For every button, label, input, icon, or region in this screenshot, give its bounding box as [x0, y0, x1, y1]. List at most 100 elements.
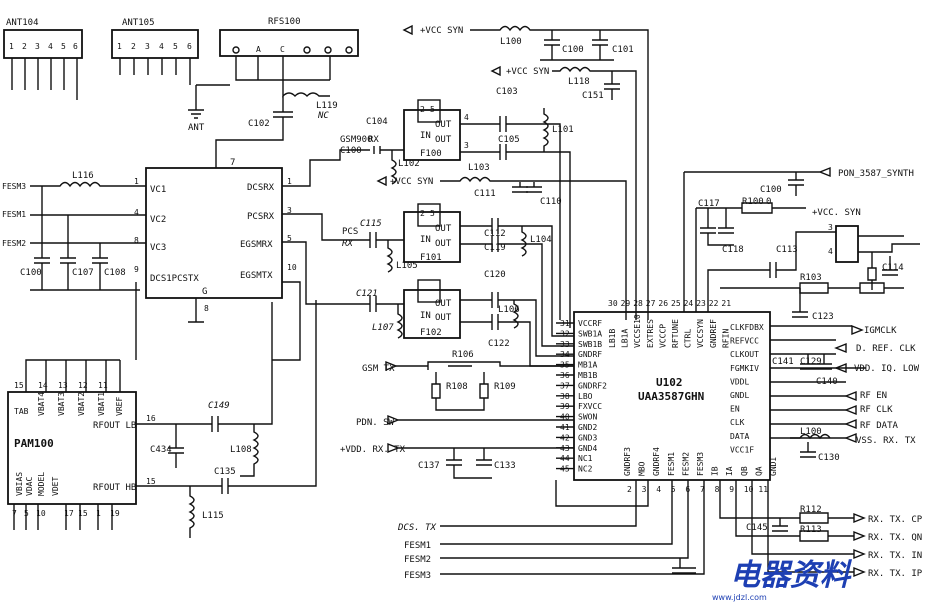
- connector-ant105: ANT105 1 2 3 4 5 6: [111, 18, 199, 85]
- pcs-rx-label: RX: [342, 239, 353, 249]
- switch-pin-num: 7: [230, 158, 235, 168]
- gnd-bottom: [555, 480, 649, 507]
- signal-rf-en: RF EN: [860, 391, 887, 401]
- l101-label: L101: [552, 125, 574, 135]
- c117-c118: [695, 208, 734, 312]
- u102-bottom-pins: GNDRF32MBO3GNDRF44FESM15FESM26FESM37IB8I…: [623, 447, 778, 494]
- c102-label: C102: [248, 119, 270, 129]
- f101-pin: 2: [420, 209, 425, 218]
- bottom-signals: DCS. TX FESM1 FESM2 FESM3: [397, 480, 705, 581]
- u102-pin-gndrf: GNDRF: [578, 350, 602, 359]
- switch-pin-num: 8: [134, 236, 139, 245]
- r112-path: [719, 480, 854, 524]
- c105-label: C105: [498, 135, 520, 145]
- synth-network: PON_3587_SYNTH C100 +VCC. SYN R100 0 C11…: [683, 166, 920, 322]
- c137-c133: [446, 448, 492, 479]
- ant104-pin: 1: [9, 42, 14, 51]
- u102-ic: U102 UAA3587GHN VCCRF31SWB1A32SWB1B33GND…: [556, 299, 778, 494]
- switch-pin-egsmrx: EGSMRX: [240, 240, 273, 250]
- rfs100-pin-circle: [324, 46, 332, 54]
- pam-top-bus: [25, 359, 121, 392]
- u102-pin-vccse10: VCCSE10: [633, 314, 642, 348]
- crystal-box: [835, 225, 859, 263]
- l106-label: L106: [498, 305, 520, 315]
- f102-in: IN: [420, 311, 431, 321]
- filter-f102: IN OUT OUT F102: [403, 279, 461, 339]
- u102-pin-num: 3: [642, 485, 647, 494]
- u102-pin-lb1b: LB1B: [608, 329, 617, 348]
- signal-fesm3: FESM3: [2, 182, 26, 191]
- interstage-networks: C103 C105 L101 C112 C119 L105 L104 C120 …: [460, 87, 574, 367]
- u102-pin-num: 2: [627, 485, 632, 494]
- fesm-inputs-left: FESM3 FESM1 FESM2 L116 C100 C107 C108: [2, 171, 146, 291]
- vcc-syn-4: +VCC. SYN: [812, 208, 861, 218]
- watermark-logo: 电器资料 www.jdzl.com: [712, 558, 853, 602]
- rfs100-pin: A: [256, 45, 261, 54]
- right-pin-lines: [770, 325, 866, 439]
- f101-name: F101: [420, 253, 442, 263]
- vdd-rx-tx-wire: [387, 442, 574, 454]
- c113-path: [707, 231, 836, 312]
- gsm-rx-wire: [282, 146, 404, 187]
- l103-path: [440, 176, 627, 320]
- c137-label: C137: [418, 461, 440, 471]
- c108-label: C108: [104, 268, 126, 278]
- l115-label: L115: [202, 511, 224, 521]
- pam-pin-vbias: VBIAS: [15, 472, 24, 496]
- c104-label: C104: [366, 117, 388, 127]
- connector-ant104: ANT104 1 2 3 4 5 6: [3, 18, 83, 100]
- u102-pin-num: 11: [758, 485, 768, 494]
- r112-label: R112: [800, 505, 822, 515]
- u102-pin-fesm3: FESM3: [696, 452, 705, 476]
- switch-pin-dcsrx: DCSRX: [247, 183, 275, 193]
- rx-out-wires: [751, 480, 854, 573]
- c107-label: C107: [72, 268, 94, 278]
- rfs100-pin-circle: [303, 46, 311, 54]
- u102-pin-num: 25: [671, 299, 681, 308]
- u102-pin-swon: SWON: [578, 413, 597, 422]
- l116-path: [30, 181, 146, 188]
- rfs100-leads: [235, 56, 331, 81]
- f102-name: F102: [420, 328, 442, 338]
- pam-pin-num: 12: [78, 381, 88, 390]
- pam100-body: [7, 391, 137, 505]
- u102-pin-vcc1f: VCC1F: [730, 445, 754, 454]
- u102-pin-fesm1: FESM1: [667, 452, 676, 476]
- c120-path: [460, 292, 574, 357]
- c149-path: [136, 302, 273, 432]
- u102-top-pins: LB1B30LB1A29VCCSE1028EXTRES27VCCCP26RFTU…: [608, 299, 731, 348]
- signal-rx-tx-in: RX. TX. IN: [868, 551, 922, 561]
- switch-pin-num: 1: [134, 177, 139, 186]
- signal-pdn-sw: PDN. SW: [356, 418, 395, 428]
- c119-path: [460, 236, 574, 347]
- l102-label: L102: [398, 159, 420, 169]
- ant105-pin: 6: [187, 42, 192, 51]
- arrow-icon: [844, 404, 857, 416]
- u102-pin-data: DATA: [730, 432, 749, 441]
- fesm-cap: [672, 558, 696, 574]
- switch-pin-vc2: VC2: [150, 215, 166, 225]
- signal-vdd-iq-low: VDD. IQ. LOW: [854, 364, 920, 374]
- filter-f100: 2 5 IN OUT OUT F100 4 3: [403, 99, 469, 161]
- supply-top: +VCC SYN L100 C100 C101 +VCC SYN L118 C1…: [376, 24, 649, 320]
- u102-pin-gndref: GNDREF: [709, 319, 718, 348]
- r100-path: [696, 202, 806, 214]
- arrow-icon: [385, 360, 398, 372]
- pam-pin-num: 16: [146, 414, 156, 423]
- c145-label: C145: [746, 523, 768, 533]
- l100-right-coil: [790, 433, 831, 440]
- c115-label: C115: [360, 219, 382, 229]
- vc-lines: [30, 214, 146, 244]
- pam-pin-vref: VREF: [115, 397, 124, 416]
- l119-coil: [282, 80, 330, 98]
- f100-name: F100: [420, 149, 442, 159]
- signal-rf-clk: RF CLK: [860, 405, 893, 415]
- f101-gnd-box: [417, 203, 441, 227]
- f100-gnd-box: [417, 99, 441, 123]
- watermark-text: 电器资料: [730, 558, 853, 593]
- left-ic-signals: GSM TX R106 R108 R109 PDN. SW +VDD. RX. …: [340, 350, 574, 479]
- pam-pin-num: 15: [146, 477, 156, 486]
- u102-pin-mb1a: MB1A: [578, 361, 597, 370]
- u102-pin-num: 7: [700, 485, 705, 494]
- c133-label: C133: [494, 461, 516, 471]
